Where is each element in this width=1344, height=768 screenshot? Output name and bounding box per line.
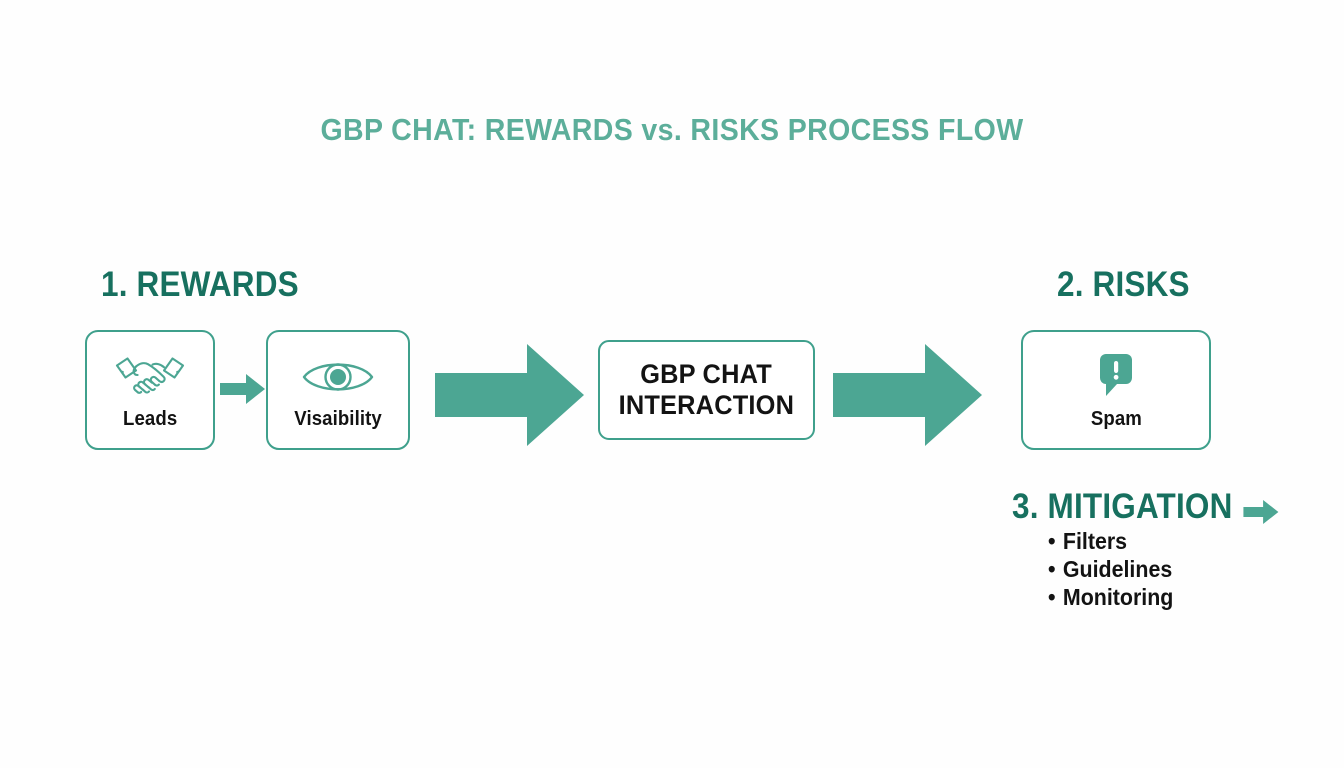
bullet-icon: • bbox=[1048, 556, 1056, 582]
bullet-icon: • bbox=[1048, 528, 1056, 554]
card-label-leads: Leads bbox=[122, 407, 178, 430]
page-title: GBP CHAT: REWARDS vs. RISKS PROCESS FLOW bbox=[320, 112, 1024, 147]
mitigation-item-label: Guidelines bbox=[1062, 556, 1173, 582]
bullet-icon: • bbox=[1048, 584, 1056, 610]
mitigation-item-label: Filters bbox=[1062, 528, 1128, 554]
handshake-icon bbox=[113, 350, 187, 404]
mitigation-item-label: Monitoring bbox=[1062, 584, 1174, 610]
speech-bubble-alert-icon bbox=[1093, 350, 1139, 404]
card-label-visibility: Visaibility bbox=[294, 407, 382, 430]
arrow-right-large-icon-chat-to-risks bbox=[833, 341, 983, 449]
list-item: •Guidelines bbox=[1048, 555, 1173, 583]
arrow-right-small-icon-mitigation bbox=[1243, 494, 1279, 524]
eye-icon bbox=[300, 350, 376, 404]
section-heading-mitigation-label: 3. MITIGATION bbox=[1012, 487, 1233, 526]
arrow-right-large-icon-rewards-to-chat bbox=[435, 341, 585, 449]
section-heading-rewards: 1. REWARDS bbox=[101, 265, 299, 304]
process-box-line-2: INTERACTION bbox=[618, 389, 795, 420]
list-item: •Monitoring bbox=[1048, 583, 1173, 611]
card-label-spam: Spam bbox=[1090, 407, 1142, 430]
list-item: •Filters bbox=[1048, 527, 1173, 555]
card-visibility[interactable]: Visaibility bbox=[266, 330, 410, 450]
section-heading-mitigation: 3. MITIGATION bbox=[1012, 487, 1279, 527]
card-leads[interactable]: Leads bbox=[85, 330, 215, 450]
card-spam[interactable]: Spam bbox=[1021, 330, 1211, 450]
section-heading-risks: 2. RISKS bbox=[1057, 265, 1190, 304]
mitigation-list: •Filters •Guidelines •Monitoring bbox=[1048, 527, 1183, 611]
process-box-line-1: GBP CHAT bbox=[640, 359, 773, 390]
arrow-right-small-icon-leads-to-visibility bbox=[220, 372, 266, 406]
process-box-gbp-chat-interaction[interactable]: GBP CHAT INTERACTION bbox=[598, 340, 815, 440]
